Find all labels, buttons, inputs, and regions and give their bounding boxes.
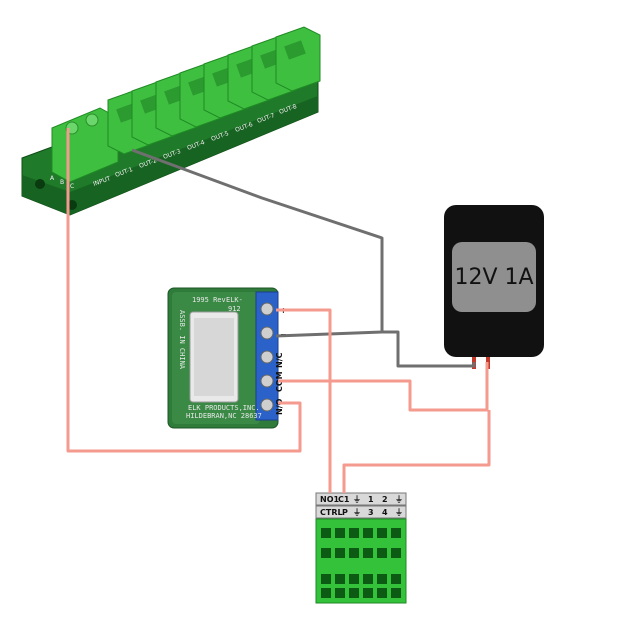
connector-pin	[321, 528, 331, 538]
input-screw-2	[85, 113, 99, 127]
power-supply: 12V 1A	[444, 205, 544, 369]
side-label-a: A	[50, 175, 55, 182]
output-terminal-blocks	[107, 26, 321, 155]
relay-screw-4	[260, 374, 274, 388]
conn-label-1: 1	[368, 495, 374, 504]
connector-pin	[335, 548, 345, 558]
conn-label-no1: NO1	[320, 495, 339, 504]
connector-pin	[349, 574, 359, 584]
connector-pin	[391, 588, 401, 598]
relay-screw-1	[260, 302, 274, 316]
conn-label-3: 3	[368, 508, 374, 517]
connector-header-2	[315, 505, 407, 519]
relay-board-texts: 1995 Rev ELK- 912 ASSB. IN CHINA ELK PRO…	[178, 296, 262, 420]
psu-label: 12V 1A	[454, 265, 533, 290]
connector-pin	[349, 548, 359, 558]
side-label-c: C	[70, 183, 74, 190]
wire-gray-relay-to-psu	[382, 330, 476, 368]
connector-pin	[391, 548, 401, 558]
relay-screw-3	[260, 350, 274, 364]
terminal-screw-slot	[284, 40, 306, 60]
conn-label-4: 4	[382, 508, 388, 517]
connector-pin	[335, 528, 345, 538]
connector-row2-labels: CTRL P ⏚ 3 4 ⏚	[320, 508, 403, 517]
connector-pin	[363, 588, 373, 598]
board-text-elk: ELK-	[226, 296, 243, 304]
wire-gray-out-to-psu	[131, 148, 384, 338]
conn-label-gnd3: ⏚	[353, 508, 361, 517]
connector-pin	[377, 588, 387, 598]
wire-red-psu-to-connector	[342, 410, 491, 493]
wire-red-relay-com-to-psu	[278, 362, 489, 412]
connector-pin	[363, 528, 373, 538]
connector-pin	[363, 574, 373, 584]
connector-pin	[321, 588, 331, 598]
connector-header-1	[315, 492, 407, 506]
control-connector: NO1 C1 ⏚ 1 2 ⏚ CTRL P ⏚ 3 4 ⏚	[315, 492, 407, 604]
connector-pin	[391, 528, 401, 538]
connector-pins	[321, 528, 401, 598]
side-labels: A B C	[50, 175, 74, 190]
output-terminal-block	[275, 26, 321, 92]
connector-pin	[391, 574, 401, 584]
connector-pin	[321, 548, 331, 558]
conn-label-gnd2: ⏚	[395, 495, 403, 504]
connector-pin	[349, 528, 359, 538]
connector-pin	[321, 574, 331, 584]
relay-label-nc: N/C	[275, 352, 284, 368]
conn-label-gnd4: ⏚	[395, 508, 403, 517]
connector-pin	[377, 528, 387, 538]
board-text-rev: 1995 Rev	[192, 296, 226, 304]
connector-pin	[377, 548, 387, 558]
relay-screw-5	[260, 398, 274, 412]
relay-terminal-screws	[260, 302, 274, 412]
conn-label-c1: C1	[338, 495, 350, 504]
side-label-b: B	[60, 179, 64, 186]
mount-hole-left	[35, 179, 45, 189]
conn-label-gnd1: ⏚	[353, 495, 361, 504]
connector-pin	[377, 574, 387, 584]
connector-pin	[335, 588, 345, 598]
relay-module: + − N/C COM N/O 1995 Rev ELK- 912 ASSB. …	[167, 287, 287, 429]
conn-label-ctrl: CTRL	[320, 508, 343, 517]
relay-label-no: N/O	[275, 398, 284, 415]
psu-window	[452, 242, 536, 312]
power-distribution-block: A B C INPUT OUT-1 OUT-2 OUT-3 OUT-4 OUT-…	[21, 26, 321, 216]
wire-red-relay-plus-to-connector	[276, 308, 332, 493]
wire-red-input-to-relay-no	[66, 128, 302, 453]
connector-pin	[363, 548, 373, 558]
connector-row1-labels: NO1 C1 ⏚ 1 2 ⏚	[320, 495, 403, 504]
board-text-model: 912	[228, 305, 241, 313]
board-text-elk-products: ELK PRODUCTS,INC.	[188, 404, 260, 412]
board-text-hildebran: HILDEBRAN,NC 28637	[186, 412, 262, 420]
connector-pin	[349, 588, 359, 598]
relay-component-inner	[194, 318, 234, 396]
conn-label-p: P	[342, 508, 348, 517]
relay-screw-2	[260, 326, 274, 340]
board-text-assb: ASSB. IN CHINA	[178, 310, 186, 370]
conn-label-2: 2	[382, 495, 388, 504]
wires	[66, 128, 491, 493]
connector-pin	[335, 574, 345, 584]
din-rail-front	[22, 96, 318, 215]
